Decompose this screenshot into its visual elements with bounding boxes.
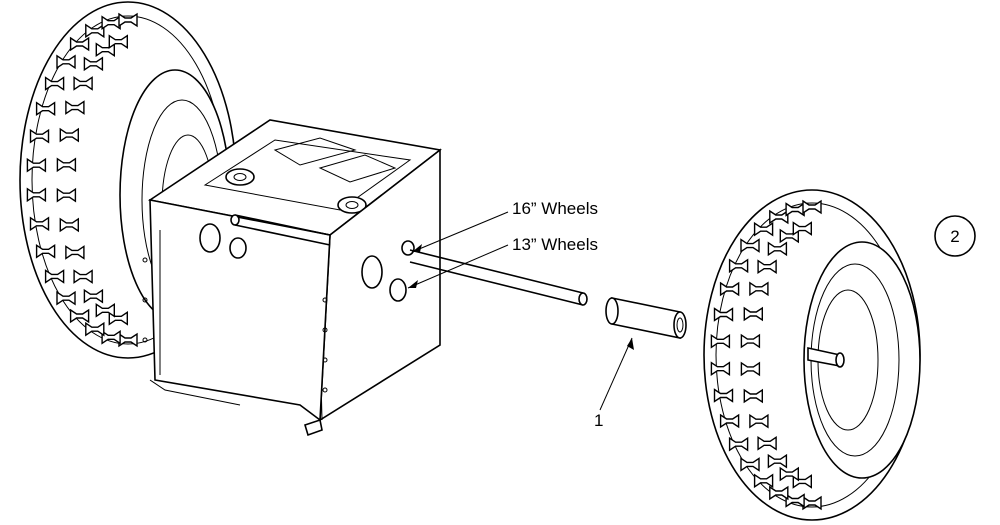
leader-lines	[407, 211, 634, 411]
axle-shaft	[409, 249, 588, 306]
label-16-inch-wheels: 16” Wheels	[512, 199, 598, 218]
part-number-2-badge: 2	[934, 215, 976, 257]
right-wheel	[703, 189, 921, 521]
label-13-inch-wheels: 13” Wheels	[512, 235, 598, 254]
part-number-1: 1	[594, 411, 603, 430]
wheel-housing-frame	[142, 119, 442, 437]
part-number-2: 2	[950, 227, 959, 246]
spacer-tube	[605, 297, 687, 339]
